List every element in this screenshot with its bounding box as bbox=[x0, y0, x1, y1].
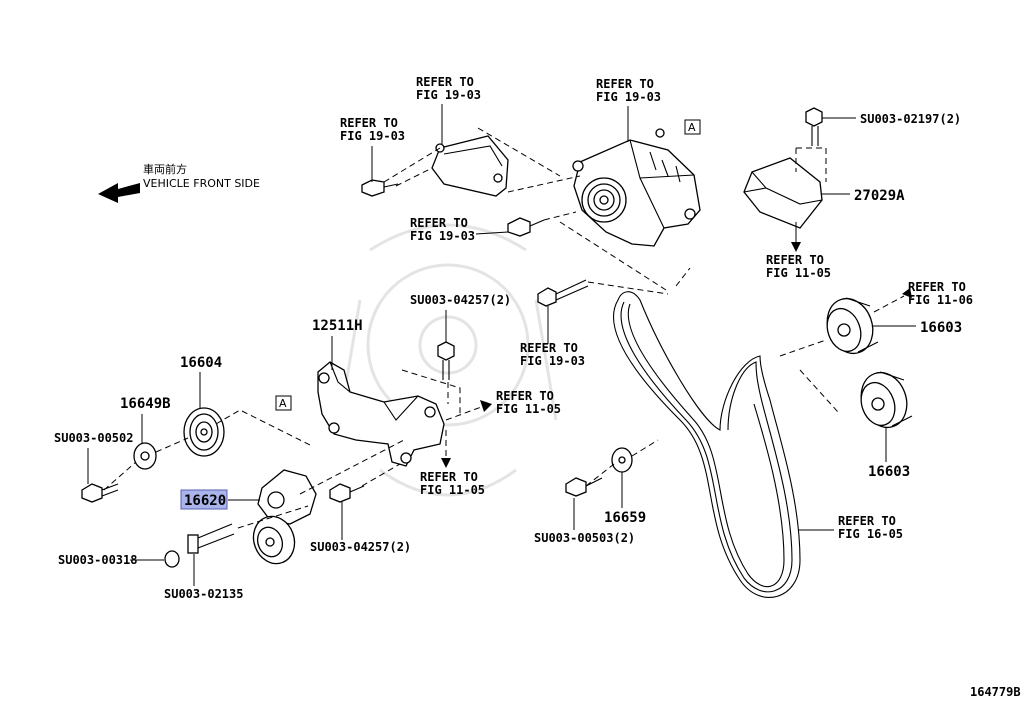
alternator-middle-bolt bbox=[507, 217, 545, 237]
refer-label-r8: REFER TO bbox=[496, 389, 554, 403]
bolt-00502 bbox=[81, 483, 119, 503]
bolt-02135 bbox=[187, 523, 235, 554]
arrow-down-r6 bbox=[791, 222, 801, 252]
arrow-right-r8 bbox=[445, 400, 492, 421]
bolt-label-00502[interactable]: SU003-00502 bbox=[54, 431, 133, 445]
refer-fig-r8[interactable]: FIG 11-05 bbox=[496, 402, 561, 416]
idler-pulley-upper-16603 bbox=[826, 297, 879, 355]
alternator-cover-bracket bbox=[431, 135, 509, 197]
refer-fig-r10[interactable]: FIG 16-05 bbox=[838, 527, 903, 541]
idler-pulley-lower-16603 bbox=[860, 371, 913, 429]
refer-fig-r3[interactable]: FIG 19-03 bbox=[596, 90, 661, 104]
part-label-16603-upper[interactable]: 16603 bbox=[920, 320, 962, 336]
refer-fig-r5[interactable]: FIG 19-03 bbox=[520, 354, 585, 368]
alternator-upper-bolt bbox=[361, 179, 399, 197]
svg-text:A: A bbox=[688, 121, 696, 134]
refer-label-r10: REFER TO bbox=[838, 514, 896, 528]
arrow-r7 bbox=[902, 288, 912, 298]
alternator bbox=[572, 128, 701, 247]
bolt-label-00503[interactable]: SU003-00503(2) bbox=[534, 531, 635, 545]
refer-fig-r9[interactable]: FIG 11-05 bbox=[420, 483, 485, 497]
v-ribbed-belt bbox=[613, 291, 801, 598]
refer-label-r2: REFER TO bbox=[416, 75, 474, 89]
refer-fig-r7[interactable]: FIG 11-06 bbox=[908, 293, 973, 307]
part-label-16620[interactable]: 16620 bbox=[184, 493, 226, 509]
refer-fig-r6[interactable]: FIG 11-05 bbox=[766, 266, 831, 280]
refer-label-r4: REFER TO bbox=[410, 216, 468, 230]
bolt-04257-lower bbox=[329, 483, 365, 503]
refer-fig-r2[interactable]: FIG 19-03 bbox=[416, 88, 481, 102]
ring-00318 bbox=[164, 550, 180, 568]
pulley-16604 bbox=[183, 407, 225, 457]
bolt-label-04257-lower[interactable]: SU003-04257(2) bbox=[310, 540, 411, 554]
bolt-label-02197[interactable]: SU003-02197(2) bbox=[860, 112, 961, 126]
vehicle-front-en: VEHICLE FRONT SIDE bbox=[143, 177, 260, 190]
bracket-12511h bbox=[317, 361, 445, 467]
bolt-label-02135[interactable]: SU003-02135 bbox=[164, 587, 243, 601]
bolt-label-04257-upper[interactable]: SU003-04257(2) bbox=[410, 293, 511, 307]
part-label-12511h[interactable]: 12511H bbox=[312, 318, 363, 334]
tensioner-16620 bbox=[252, 469, 317, 565]
refer-fig-r1[interactable]: FIG 19-03 bbox=[340, 129, 405, 143]
part-label-16603-lower[interactable]: 16603 bbox=[868, 464, 910, 480]
vehicle-front-arrow bbox=[98, 183, 140, 203]
vehicle-front-jp: 車両前方 bbox=[143, 162, 187, 176]
part-label-16649b[interactable]: 16649B bbox=[120, 396, 171, 412]
arrow-down-r9 bbox=[441, 430, 451, 468]
svg-text:A: A bbox=[279, 397, 287, 410]
marker-a-upper: A bbox=[684, 119, 701, 135]
part-label-16659[interactable]: 16659 bbox=[604, 510, 646, 526]
cover-27029a bbox=[743, 157, 823, 229]
marker-a-lower: A bbox=[275, 395, 292, 411]
refer-label-r6: REFER TO bbox=[766, 253, 824, 267]
diagram-id: 164779B bbox=[970, 685, 1021, 699]
refer-label-r7: REFER TO bbox=[908, 280, 966, 294]
refer-label-r3: REFER TO bbox=[596, 77, 654, 91]
part-label-16620-highlight[interactable]: 16620 bbox=[180, 489, 228, 510]
part-label-16604[interactable]: 16604 bbox=[180, 355, 222, 371]
bolt-label-00318[interactable]: SU003-00318 bbox=[58, 553, 137, 567]
alternator-long-bolt bbox=[537, 279, 589, 307]
plate-16649b bbox=[133, 442, 157, 470]
washer-16659 bbox=[611, 447, 633, 473]
refer-label-r5: REFER TO bbox=[520, 341, 578, 355]
part-label-27029a[interactable]: 27029A bbox=[854, 188, 905, 204]
refer-label-r9: REFER TO bbox=[420, 470, 478, 484]
bolt-00503 bbox=[565, 477, 603, 497]
refer-fig-r4[interactable]: FIG 19-03 bbox=[410, 229, 475, 243]
refer-label-r1: REFER TO bbox=[340, 116, 398, 130]
bolt-02197 bbox=[805, 107, 823, 146]
